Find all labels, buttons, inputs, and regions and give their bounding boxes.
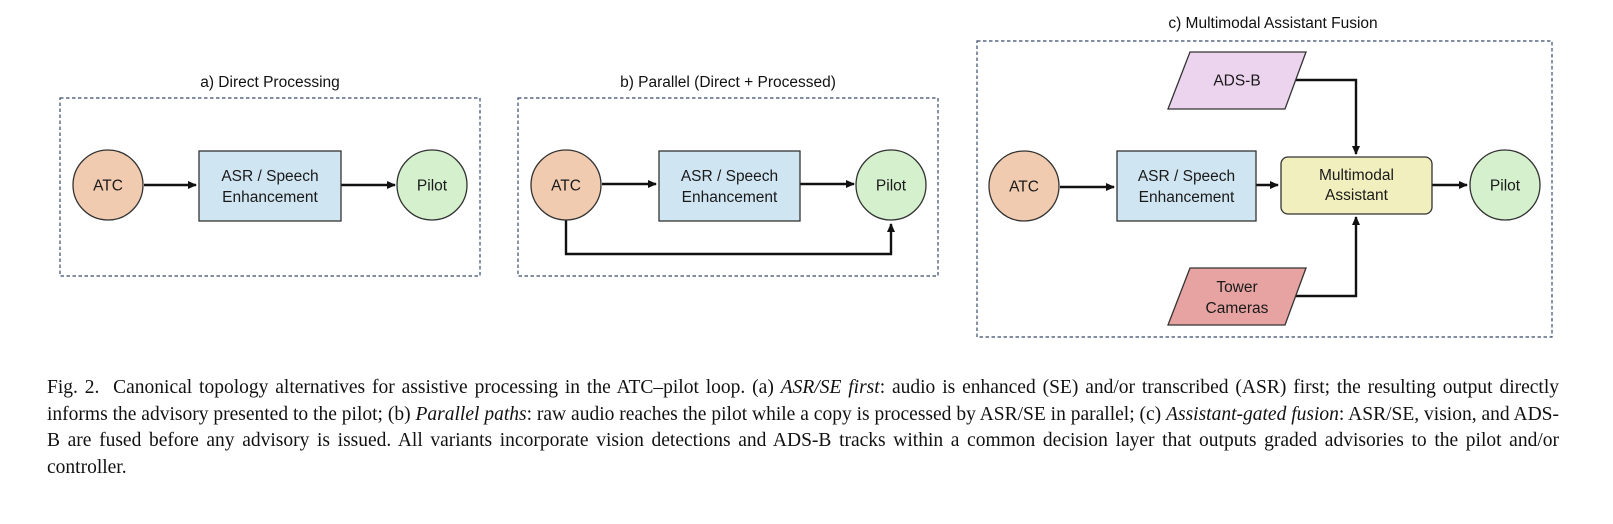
asr-node-shape bbox=[658, 150, 801, 222]
asr-label-line1: ASR / Speech bbox=[221, 168, 318, 185]
caption-text-3: : raw audio reaches the pilot while a co… bbox=[526, 403, 1167, 425]
panel-a-frame bbox=[59, 97, 481, 277]
atc-label: ATC bbox=[551, 178, 581, 195]
node-b-pilot: Pilot bbox=[855, 149, 927, 221]
node-c-adsb: ADS-B bbox=[1167, 51, 1307, 110]
caption-text-2: : audio is enhanced (SE) and/or transcri… bbox=[47, 377, 1560, 425]
pilot-node-shape bbox=[396, 149, 468, 221]
pilot-label: Pilot bbox=[876, 178, 907, 195]
assistant-label-line1: Multimodal bbox=[1319, 167, 1394, 184]
asr-node-shape bbox=[1116, 150, 1257, 222]
atc-node-shape bbox=[72, 149, 144, 221]
edge-c-tower-assistant bbox=[1286, 216, 1360, 298]
panel-b-title: b) Parallel (Direct + Processed) bbox=[620, 74, 836, 91]
node-c-pilot: Pilot bbox=[1469, 149, 1541, 221]
asr-label-line2: Enhancement bbox=[1139, 189, 1235, 206]
edge-b-direct-bypass bbox=[564, 220, 895, 256]
pilot-label: Pilot bbox=[1490, 178, 1521, 195]
caption-text-4: : ASR/SE, vision, and ADS-B are fused be… bbox=[47, 403, 1559, 478]
node-c-tower: Tower Cameras bbox=[1167, 267, 1307, 326]
panel-a-title: a) Direct Processing bbox=[200, 74, 340, 91]
pilot-label: Pilot bbox=[417, 178, 448, 195]
panel-c: c) Multimodal Assistant Fusion ATC ASR /… bbox=[976, 15, 1553, 338]
caption-emphasis-2: Parallel paths bbox=[415, 403, 527, 425]
atc-node-shape bbox=[530, 149, 602, 221]
node-c-atc: ATC bbox=[988, 150, 1060, 222]
node-a-asr: ASR / Speech Enhancement bbox=[198, 150, 342, 222]
atc-label: ATC bbox=[93, 178, 123, 195]
caption-emphasis-3: Assistant-gated fusion bbox=[1166, 403, 1339, 425]
node-c-asr: ASR / Speech Enhancement bbox=[1116, 150, 1257, 222]
asr-label-line2: Enhancement bbox=[682, 189, 778, 206]
edge-c-adsb-assistant bbox=[1286, 78, 1360, 155]
asr-node-shape bbox=[198, 150, 342, 222]
panel-a: a) Direct Processing ATC ASR / Speech En… bbox=[59, 74, 481, 277]
asr-label-line2: Enhancement bbox=[222, 189, 318, 206]
tower-label-line2: Cameras bbox=[1206, 300, 1269, 317]
node-c-assistant: Multimodal Assistant bbox=[1280, 156, 1433, 215]
node-b-atc: ATC bbox=[530, 149, 602, 221]
panel-b: b) Parallel (Direct + Processed) ATC ASR… bbox=[517, 74, 939, 277]
assistant-label-line2: Assistant bbox=[1325, 187, 1389, 204]
caption-emphasis-1: ASR/SE first bbox=[780, 377, 880, 398]
node-a-atc: ATC bbox=[72, 149, 144, 221]
asr-label-line1: ASR / Speech bbox=[681, 168, 778, 185]
pilot-node-shape bbox=[855, 149, 927, 221]
panel-c-frame bbox=[976, 40, 1553, 338]
caption-label: Fig. 2. bbox=[47, 377, 100, 398]
atc-node-shape bbox=[988, 150, 1060, 222]
panel-b-frame bbox=[517, 97, 939, 277]
assistant-node-shape bbox=[1280, 156, 1433, 215]
tower-node-shape bbox=[1167, 267, 1307, 326]
node-a-pilot: Pilot bbox=[396, 149, 468, 221]
caption-text-1: Canonical topology alternatives for assi… bbox=[113, 377, 781, 398]
pilot-node-shape bbox=[1469, 149, 1541, 221]
figure-caption: Fig. 2. Canonical topology alternatives … bbox=[47, 375, 1559, 481]
topology-diagram: a) Direct Processing ATC ASR / Speech En… bbox=[59, 15, 1553, 338]
atc-label: ATC bbox=[1009, 179, 1039, 196]
adsb-node-shape bbox=[1167, 51, 1307, 110]
panel-c-title: c) Multimodal Assistant Fusion bbox=[1168, 15, 1377, 32]
asr-label-line1: ASR / Speech bbox=[1138, 168, 1235, 185]
node-b-asr: ASR / Speech Enhancement bbox=[658, 150, 801, 222]
tower-label-line1: Tower bbox=[1216, 279, 1257, 296]
adsb-label: ADS-B bbox=[1213, 73, 1260, 90]
